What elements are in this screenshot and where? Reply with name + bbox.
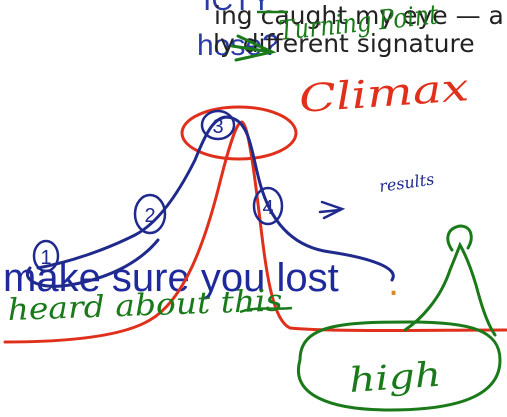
marker-1-label: 1: [40, 247, 51, 269]
green-peak-loop: [446, 224, 473, 252]
green-arrow-icon: [230, 34, 277, 62]
green-oval: [297, 320, 502, 412]
slide-text-fragment-top: ICTY: [203, 0, 272, 17]
handwriting-climax: Climax: [298, 65, 471, 121]
blue-arc-hook: [26, 238, 160, 288]
slide-text-line-1: ing caught my eye — a: [214, 1, 504, 30]
marker-4-label: 4: [262, 197, 273, 219]
marker-4: 4: [252, 186, 284, 226]
handwriting-results: results: [378, 169, 435, 196]
marker-2: 2: [133, 193, 167, 235]
marker-1: 1: [32, 239, 60, 273]
handwriting-high: high: [348, 355, 443, 401]
red-climax-circle: [180, 105, 298, 161]
marker-3-label: 3: [212, 116, 223, 138]
red-story-arc-line: [3, 120, 507, 344]
green-strikethrough-line-2: [239, 306, 293, 314]
green-peak-curve: [403, 241, 497, 337]
arrow-to-results-icon: [318, 200, 346, 220]
marker-2-label: 2: [144, 205, 155, 227]
slide-trailing-dot: .: [388, 260, 400, 304]
marker-3: 3: [200, 109, 236, 141]
handwriting-turning-point: Turning Point: [277, 0, 439, 47]
handwriting-heard-about-this: heard about this: [7, 283, 283, 328]
